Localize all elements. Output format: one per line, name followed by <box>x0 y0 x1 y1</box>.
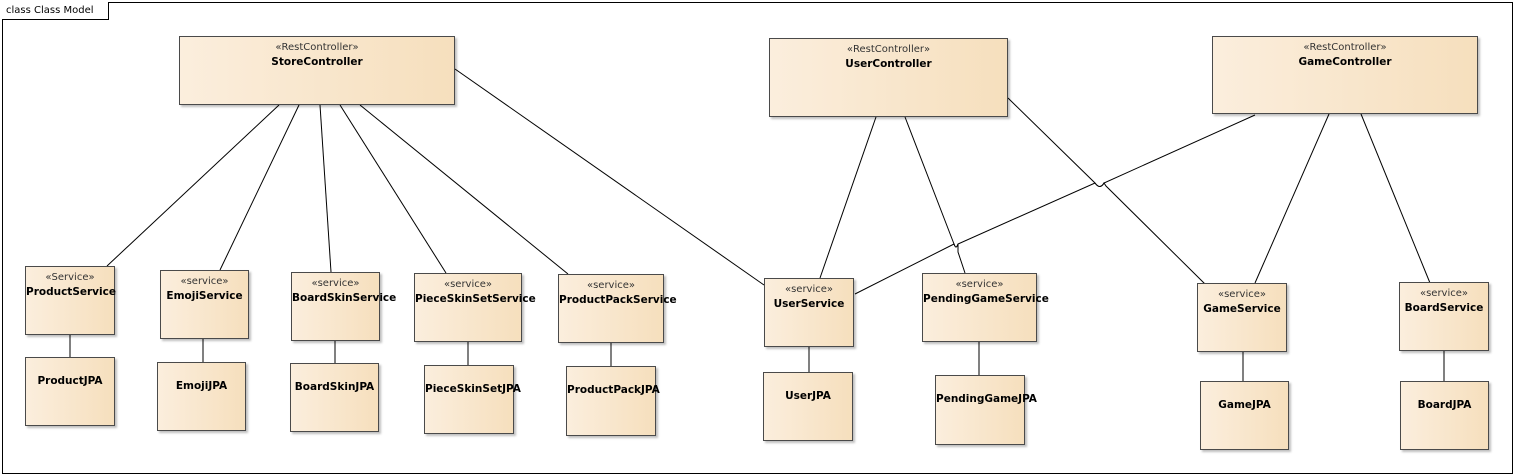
class-product-jpa[interactable]: ProductJPA <box>25 357 115 426</box>
assoc-store-pieceskinset <box>339 104 447 274</box>
assoc-usercontroller-game <box>1007 97 1206 285</box>
class-productpack-jpa[interactable]: ProductPackJPA <box>566 366 660 436</box>
class-pendinggame-service[interactable]: «service» PendingGameService <box>922 273 1049 342</box>
class-emoji-service[interactable]: «service» EmojiService <box>160 270 249 339</box>
class-name: PieceSkinSetService <box>415 293 536 305</box>
class-name: UserController <box>845 58 932 70</box>
class-pieceskinset-service[interactable]: «service» PieceSkinSetService <box>414 273 536 342</box>
class-name: UserService <box>773 298 845 310</box>
stereotype-label: «Service» <box>45 272 95 283</box>
class-name: PendingGameService <box>923 293 1049 305</box>
frame-label: class Class Model <box>2 2 109 20</box>
class-user-jpa[interactable]: UserJPA <box>763 372 853 441</box>
class-game-service[interactable]: «service» GameService <box>1197 283 1287 352</box>
assoc-store-productpack <box>359 104 569 275</box>
class-user-service[interactable]: «service» UserService <box>764 278 854 347</box>
assoc-gamecontroller-game <box>1254 113 1330 284</box>
stereotype-label: «RestController» <box>275 42 359 53</box>
stereotype-label: «service» <box>311 278 360 289</box>
assoc-gamecontroller-board <box>1360 113 1431 284</box>
class-name: BoardJPA <box>1417 399 1472 411</box>
stereotype-label: «service» <box>1419 288 1469 299</box>
class-game-jpa[interactable]: GameJPA <box>1200 381 1289 450</box>
class-name: UserJPA <box>785 390 831 402</box>
class-name: BoardSkinService <box>292 292 397 304</box>
class-name: ProductPackService <box>559 294 677 306</box>
class-name: EmojiService <box>166 290 243 302</box>
class-name: GameService <box>1203 303 1281 315</box>
stereotype-label: «RestController» <box>1303 42 1387 53</box>
class-pieceskinset-jpa[interactable]: PieceSkinSetJPA <box>424 365 521 434</box>
stereotype-label: «service» <box>180 276 229 287</box>
stereotype-label: «service» <box>586 280 636 291</box>
assoc-usercontroller-user <box>819 116 877 279</box>
class-name: GameJPA <box>1218 399 1271 411</box>
stereotype-label: «service» <box>1217 289 1267 300</box>
class-name: ProductService <box>26 286 116 298</box>
class-product-service[interactable]: «Service» ProductService <box>25 266 116 335</box>
class-name: EmojiJPA <box>175 380 228 392</box>
class-name: PieceSkinSetJPA <box>425 383 521 395</box>
class-productpack-service[interactable]: «service» ProductPackService <box>558 274 677 343</box>
class-name: BoardSkinJPA <box>294 381 375 393</box>
class-store-controller[interactable]: «RestController» StoreController <box>179 36 455 105</box>
class-boardskin-service[interactable]: «service» BoardSkinService <box>291 272 397 341</box>
class-boardskin-jpa[interactable]: BoardSkinJPA <box>290 363 379 432</box>
class-game-controller[interactable]: «RestController» GameController <box>1212 36 1478 114</box>
class-user-controller[interactable]: «RestController» UserController <box>769 38 1008 117</box>
class-name: ProductJPA <box>37 375 103 387</box>
class-emoji-jpa[interactable]: EmojiJPA <box>157 362 246 431</box>
assoc-store-product <box>106 104 280 267</box>
assoc-store-user <box>454 68 765 286</box>
stereotype-label: «service» <box>784 284 834 295</box>
stereotype-label: «service» <box>955 279 1004 290</box>
assoc-store-emoji <box>219 104 300 271</box>
class-board-jpa[interactable]: BoardJPA <box>1400 381 1489 450</box>
class-name: StoreController <box>271 56 363 68</box>
class-name: BoardService <box>1404 302 1484 314</box>
assoc-usercontroller-pendinggame <box>904 116 966 274</box>
class-pendinggame-jpa[interactable]: PendingGameJPA <box>935 375 1037 445</box>
class-name: GameController <box>1298 56 1392 68</box>
class-board-service[interactable]: «service» BoardService <box>1399 282 1489 351</box>
stereotype-label: «RestController» <box>846 44 931 55</box>
assoc-gamecontroller-user <box>854 114 1256 295</box>
assoc-store-boardskin <box>319 104 332 273</box>
class-name: PendingGameJPA <box>936 393 1037 405</box>
stereotype-label: «service» <box>443 279 493 290</box>
class-name: ProductPackJPA <box>567 384 660 396</box>
